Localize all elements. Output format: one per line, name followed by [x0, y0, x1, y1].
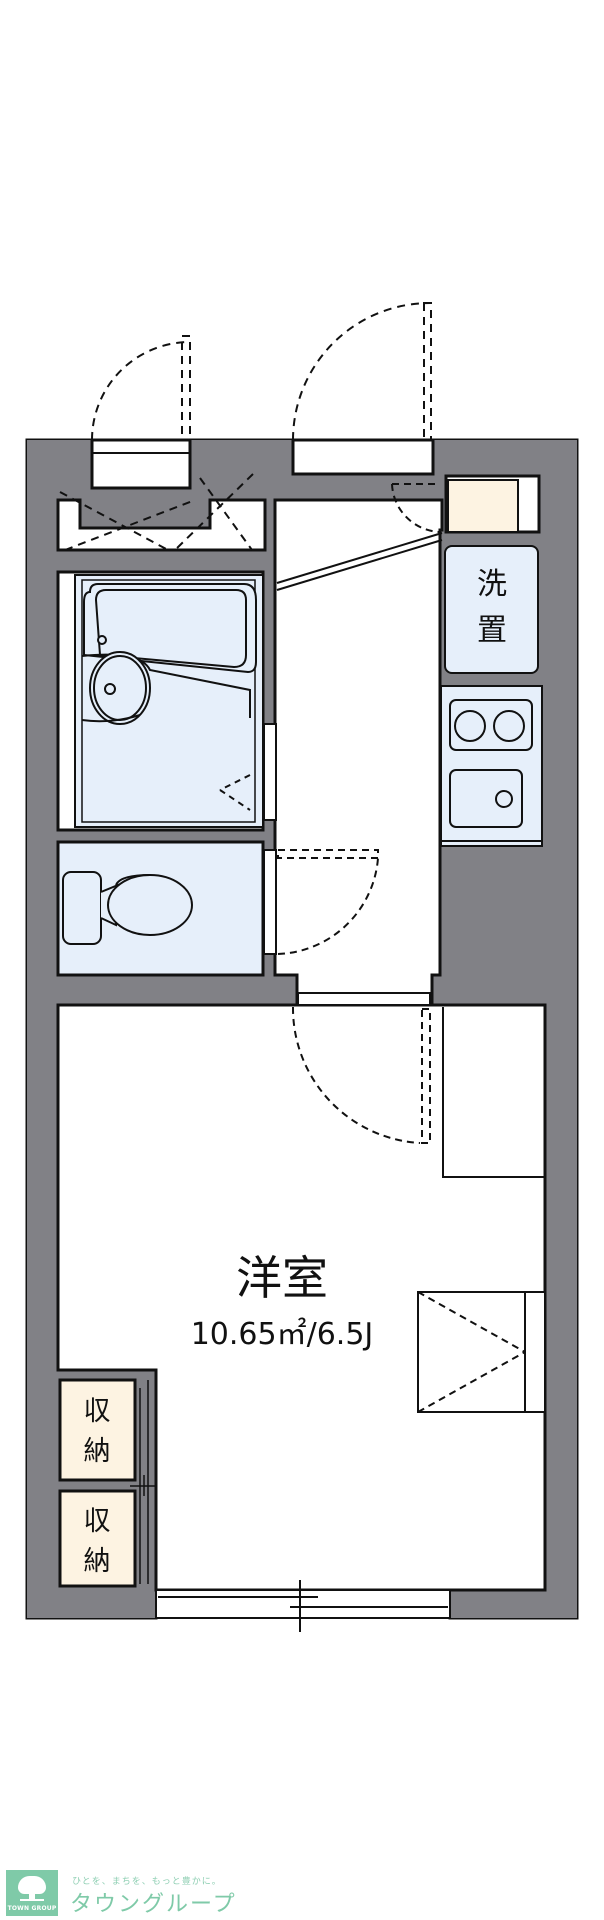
washer-space [444, 545, 539, 674]
bed-loft [417, 1291, 546, 1413]
closet-1-label-2: 納 [84, 1436, 111, 1467]
washer-label-2: 置 [477, 613, 507, 648]
closet-2-label-1: 収 [84, 1506, 111, 1537]
bathroom [56, 570, 265, 832]
logo-slogan: ひとを、まちを、もっと豊かに。 [72, 1877, 222, 1887]
floor-plan: 洗 置 洋室 10.65㎡/6.5J 収 納 収 納 [25, 302, 579, 1632]
main-room-name: 洋室 [236, 1251, 328, 1305]
logo-brand: TOWN GROUP [7, 1905, 57, 1912]
main-room-area: 10.65㎡/6.5J [191, 1317, 374, 1352]
company-logo: TOWN GROUP ひとを、まちを、もっと豊かに。 タウングループ [0, 1866, 604, 1920]
washer-label-1: 洗 [477, 567, 507, 602]
closet-1-label-1: 収 [84, 1396, 111, 1427]
closet-2-label-2: 納 [84, 1546, 111, 1577]
tree-logo-icon: TOWN GROUP [6, 1870, 58, 1916]
toilet-room [56, 840, 265, 977]
kitchen-counter [440, 685, 543, 847]
logo-company-name: タウングループ [70, 1892, 237, 1917]
